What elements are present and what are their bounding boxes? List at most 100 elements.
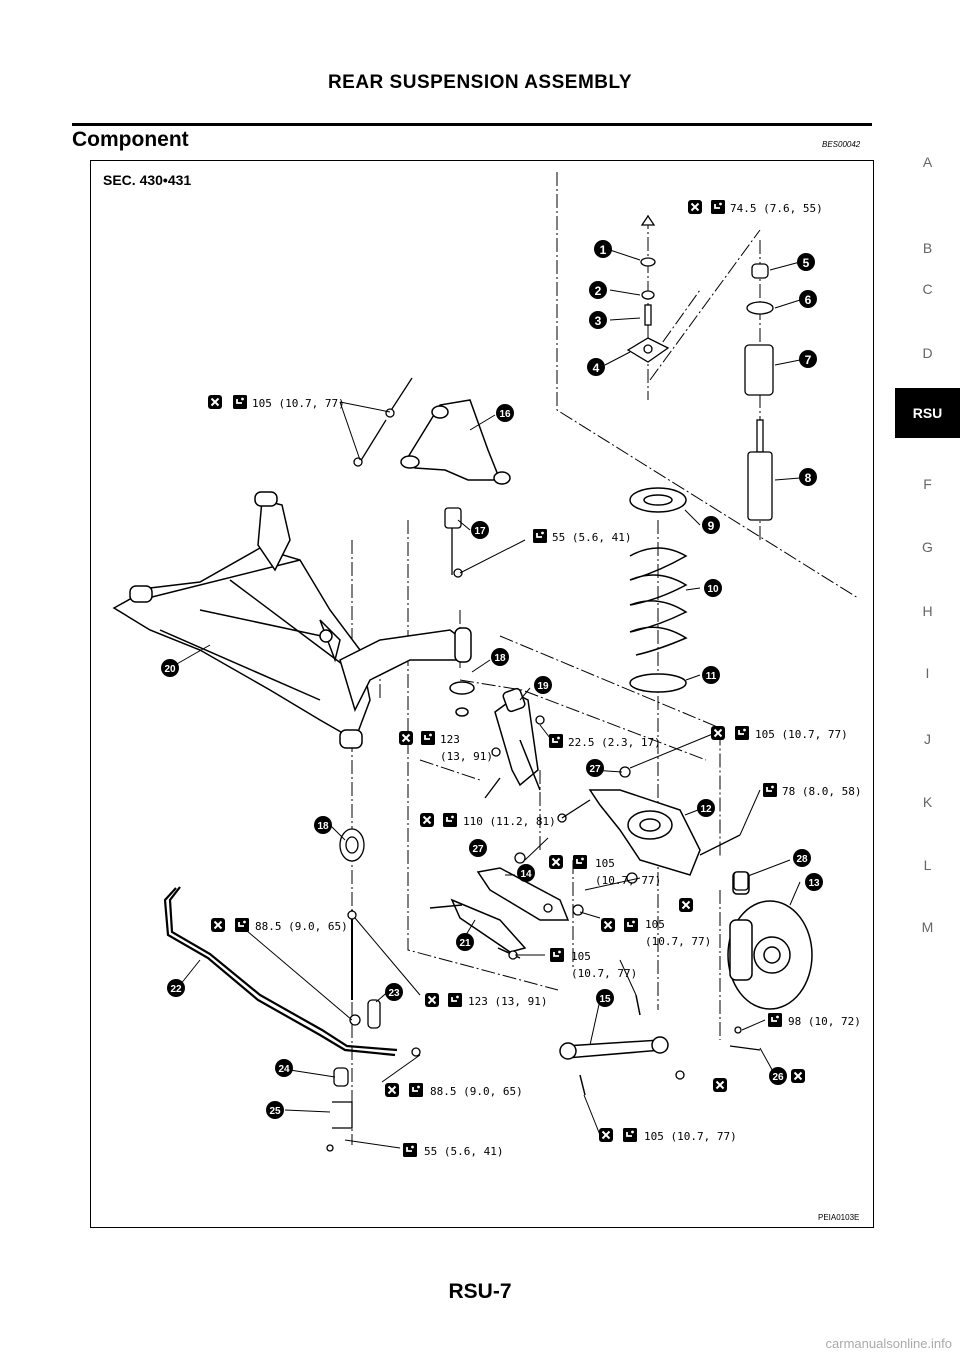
callout-28: 28 (793, 849, 811, 867)
torque-label-55-bottom: 55 (5.6, 41) (402, 1142, 503, 1158)
callout-5: 5 (797, 253, 815, 271)
svg-text:17: 17 (474, 526, 486, 537)
coil-spring (629, 487, 688, 693)
callout-26: 26 (769, 1067, 787, 1085)
axle-hub-knuckle (727, 871, 813, 1010)
svg-text:9: 9 (708, 519, 715, 533)
svg-text:18: 18 (494, 653, 506, 664)
side-tab-f[interactable]: F (923, 476, 932, 492)
torque-label-105-21: 105 (10.7, 77) (549, 947, 637, 980)
svg-text:105: 105 (571, 950, 591, 963)
svg-text:12: 12 (700, 804, 712, 815)
svg-text:78 (8.0, 58): 78 (8.0, 58) (782, 785, 861, 798)
side-tab-c[interactable]: C (922, 281, 933, 297)
page-number: RSU-7 (448, 1280, 512, 1303)
sec-label: SEC. 430•431 (103, 172, 191, 188)
callout-9: 9 (702, 516, 720, 534)
svg-text:110 (11.2, 81): 110 (11.2, 81) (463, 815, 556, 828)
torque-label-top: 74.5 (7.6, 55) (687, 199, 823, 215)
side-tab-j[interactable]: J (924, 731, 931, 747)
side-tab-k[interactable]: K (922, 794, 933, 810)
svg-text:3: 3 (595, 314, 602, 328)
svg-text:105 (10.7, 77): 105 (10.7, 77) (755, 728, 848, 741)
svg-text:19: 19 (537, 681, 549, 692)
svg-text:98 (10, 72): 98 (10, 72) (788, 1015, 861, 1028)
figure-code: PEIA0103E (818, 1213, 859, 1222)
stabilizer-bar (163, 886, 398, 1057)
side-tab-l[interactable]: L (923, 857, 932, 873)
side-tab-rsu[interactable]: RSU (895, 388, 960, 438)
rear-subframe (112, 491, 371, 749)
callout-27-upper: 27 (586, 759, 604, 777)
side-tab-g[interactable]: G (922, 539, 933, 555)
side-tab-i[interactable]: I (925, 665, 930, 681)
callout-17: 17 (471, 521, 489, 539)
stabilizer-parts (326, 828, 421, 1152)
svg-text:16: 16 (499, 409, 511, 420)
svg-text:11: 11 (706, 671, 717, 682)
side-tab-b[interactable]: B (922, 240, 933, 256)
svg-text:(10.7, 77): (10.7, 77) (645, 935, 711, 948)
lower-link-front (339, 627, 475, 717)
svg-text:(10.7, 77): (10.7, 77) (595, 874, 661, 887)
svg-text:123: 123 (440, 733, 460, 746)
svg-text:14: 14 (520, 869, 532, 880)
svg-text:24: 24 (278, 1064, 290, 1075)
callout-15: 15 (596, 989, 614, 1007)
callout-22: 22 (167, 979, 185, 997)
callout-19: 19 (534, 676, 552, 694)
svg-text:105: 105 (645, 918, 665, 931)
svg-text:8: 8 (805, 471, 812, 485)
section-code: BES00042 (822, 140, 861, 149)
callout-20: 20 (161, 659, 179, 677)
side-tab-d[interactable]: D (922, 345, 933, 361)
torque-label-98: 98 (10, 72) (767, 1012, 861, 1028)
side-tab-h[interactable]: H (922, 603, 933, 619)
svg-text:88.5 (9.0, 65): 88.5 (9.0, 65) (255, 920, 348, 933)
shock-absorber (494, 687, 541, 791)
svg-text:88.5 (9.0, 65): 88.5 (9.0, 65) (430, 1085, 523, 1098)
svg-text:4: 4 (593, 361, 600, 375)
torque-label-105-right: 105 (10.7, 77) (600, 897, 711, 948)
side-tab-m[interactable]: M (921, 919, 934, 935)
svg-text:28: 28 (796, 854, 808, 865)
upper-mount-parts (626, 214, 670, 363)
svg-text:22: 22 (170, 984, 182, 995)
callout-11: 11 (702, 666, 720, 684)
svg-text:15: 15 (599, 994, 611, 1005)
torque-label-123-upper: 123 (13, 91) (398, 730, 493, 763)
callout-18-upper: 18 (491, 648, 509, 666)
callout-27-lower: 27 (469, 839, 487, 857)
watermark: carmanualsonline.info (825, 1336, 952, 1351)
shock-parts (744, 263, 774, 521)
svg-text:105: 105 (595, 857, 615, 870)
header-rule (72, 123, 872, 126)
bolts-upper-link (353, 377, 463, 578)
callout-14: 14 (517, 864, 535, 882)
torque-label-27: 105 (10.7, 77) (710, 725, 848, 741)
torque-label-123-lower: 123 (13, 91) (424, 992, 547, 1008)
callout-4: 4 (587, 358, 605, 376)
svg-text:22.5 (2.3, 17): 22.5 (2.3, 17) (568, 736, 661, 749)
torque-label-17: 55 (5.6, 41) (532, 528, 631, 544)
svg-text:1: 1 (600, 243, 607, 257)
torque-label-110: 110 (11.2, 81) (419, 812, 556, 828)
callout-12: 12 (697, 799, 715, 817)
callout-8: 8 (799, 468, 817, 486)
svg-text:26: 26 (772, 1072, 784, 1083)
svg-text:55 (5.6, 41): 55 (5.6, 41) (424, 1145, 503, 1158)
callout-16: 16 (496, 404, 514, 422)
svg-text:6: 6 (805, 293, 812, 307)
side-tab-a[interactable]: A (922, 154, 933, 170)
callout-18-lower: 18 (314, 816, 332, 834)
svg-text:18: 18 (317, 821, 329, 832)
lower-arm-rear (588, 789, 701, 876)
svg-text:27: 27 (589, 764, 601, 775)
svg-text:21: 21 (459, 938, 471, 949)
callout-10: 10 (704, 579, 722, 597)
svg-text:25: 25 (269, 1106, 281, 1117)
callout-24: 24 (275, 1059, 293, 1077)
torque-label-upper-link: 105 (10.7, 77) (207, 394, 345, 410)
page-header-title: REAR SUSPENSION ASSEMBLY (327, 72, 633, 93)
